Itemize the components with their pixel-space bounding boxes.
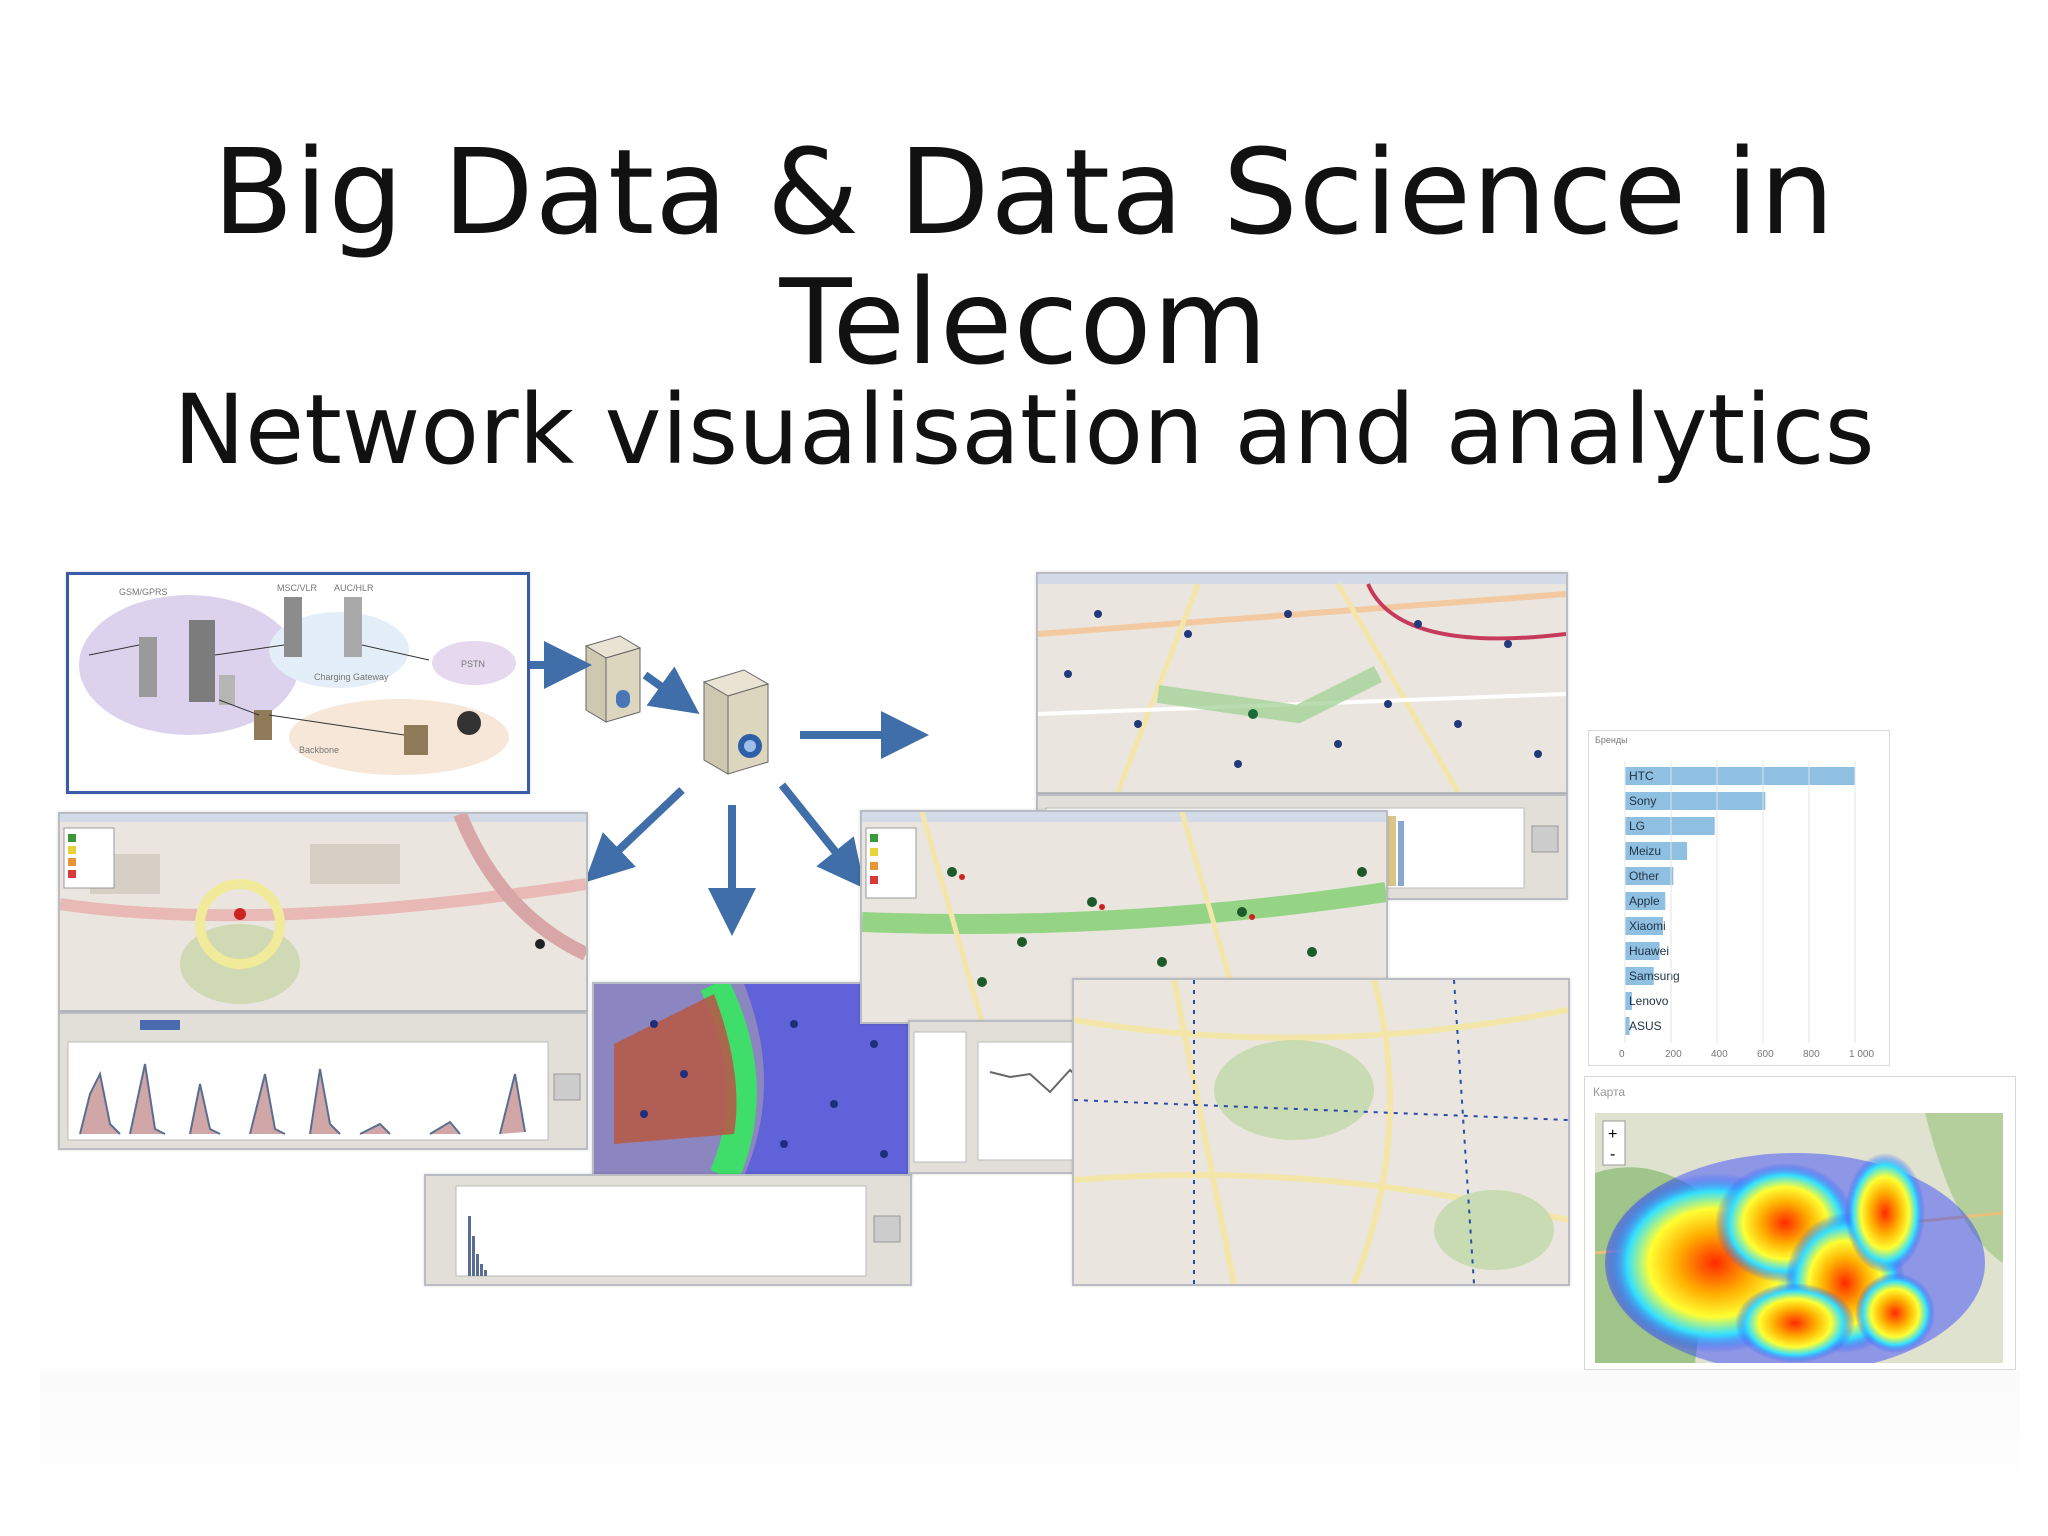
brand-tick-label: 800 bbox=[1803, 1049, 1820, 1060]
brand-label-lg: LG bbox=[1629, 819, 1645, 833]
brand-bar-meizu bbox=[1625, 842, 1688, 860]
brand-label-lenovo: Lenovo bbox=[1629, 994, 1669, 1008]
svg-text:PSTN: PSTN bbox=[461, 659, 485, 669]
brand-label-htc: HTC bbox=[1629, 769, 1654, 783]
brand-label-samsung: Samsung bbox=[1629, 969, 1680, 983]
analytics-server-icon bbox=[694, 666, 776, 782]
svg-text:Charging Gateway: Charging Gateway bbox=[314, 672, 389, 682]
timeline-histogram-panel bbox=[58, 1012, 588, 1150]
brand-bar-samsung bbox=[1625, 967, 1654, 985]
brand-bar-huawei bbox=[1625, 942, 1660, 960]
slide-title: Big Data & Data Science in Telecom bbox=[212, 123, 1836, 391]
brand-bar-htc bbox=[1625, 767, 1855, 785]
network-architecture-diagram: GSM/GPRS MSC/VLR AUC/HLR Charging Gatewa… bbox=[66, 572, 530, 794]
brand-bar-sony bbox=[1625, 792, 1766, 810]
zoom-out-button[interactable]: - bbox=[1610, 1146, 1615, 1163]
svg-text:Backbone: Backbone bbox=[299, 745, 339, 755]
svg-text:AUC/HLR: AUC/HLR bbox=[334, 583, 374, 593]
coverage-sector-map bbox=[592, 982, 912, 1178]
brand-label-apple: Apple bbox=[1629, 894, 1660, 908]
transport-network-map bbox=[1072, 978, 1570, 1286]
district-map-window bbox=[58, 812, 588, 1012]
heatmap-title: Карта bbox=[1593, 1085, 1626, 1099]
brand-label-xiaomi: Xiaomi bbox=[1629, 919, 1666, 933]
brand-tick-label: 600 bbox=[1757, 1049, 1774, 1060]
brand-tick-label: 0 bbox=[1619, 1049, 1625, 1060]
heatmap-panel: Карта + - bbox=[1584, 1076, 2016, 1370]
brand-bar-xiaomi bbox=[1625, 917, 1663, 935]
brand-label-sony: Sony bbox=[1629, 794, 1656, 808]
svg-text:GSM/GPRS: GSM/GPRS bbox=[119, 587, 168, 597]
brand-bar-lg bbox=[1625, 817, 1715, 835]
flow-arrows bbox=[530, 641, 929, 936]
brand-bar-lenovo bbox=[1625, 992, 1632, 1010]
brand-label-huawei: Huawei bbox=[1629, 944, 1669, 958]
brand-tick-label: 1 000 bbox=[1849, 1049, 1874, 1060]
zoom-in-button[interactable]: + bbox=[1608, 1126, 1617, 1143]
brand-label-meizu: Meizu bbox=[1629, 844, 1661, 858]
slide-subtitle: Network visualisation and analytics bbox=[173, 374, 1875, 486]
brand-bar-other bbox=[1625, 867, 1674, 885]
cell-network-map-window bbox=[1036, 572, 1568, 794]
brand-label-asus: ASUS bbox=[1629, 1019, 1662, 1033]
brand-bar-asus bbox=[1625, 1017, 1630, 1035]
data-server-icon bbox=[576, 632, 648, 730]
brand-tick-label: 400 bbox=[1711, 1049, 1728, 1060]
slide-footer-area bbox=[40, 1370, 2020, 1530]
sector-histogram-panel bbox=[424, 1174, 912, 1286]
svg-text:MSC/VLR: MSC/VLR bbox=[277, 583, 318, 593]
brand-tick-label: 200 bbox=[1665, 1049, 1682, 1060]
brand-bar-apple bbox=[1625, 892, 1666, 910]
brand-chart-title: Бренды bbox=[1595, 735, 1628, 745]
brand-label-other: Other bbox=[1629, 869, 1659, 883]
